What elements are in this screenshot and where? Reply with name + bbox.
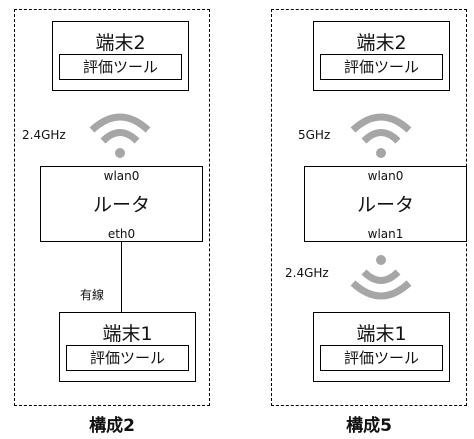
wired-link-line [121,242,122,312]
evaluation-tool-label: 評価ツール [59,54,182,80]
wifi-icon [350,113,412,158]
router-title: ルータ [92,194,150,216]
config-2-panel [14,9,210,406]
terminal-1-title: 端末1 [356,323,407,345]
band-label-2-4ghz: 2.4GHz [22,128,66,142]
evaluation-tool-label: 評価ツール [320,345,443,371]
band-label-5ghz: 5GHz [298,128,331,142]
config-2-caption: 構成2 [89,416,135,436]
router-box: wlan0 ルータ wlan1 [304,166,467,242]
band-label-2-4ghz: 2.4GHz [285,266,329,280]
wifi-icon [89,113,151,158]
router-box: wlan0 ルータ eth0 [40,166,203,242]
terminal-1-box: 端末1 評価ツール [313,312,450,382]
terminal-1-box: 端末1 評価ツール [59,312,196,382]
port-wlan0: wlan0 [103,169,140,183]
router-title: ルータ [356,194,414,216]
terminal-2-box: 端末2 評価ツール [313,21,450,91]
evaluation-tool-label: 評価ツール [320,54,443,80]
wired-label: 有線 [80,288,105,302]
terminal-2-box: 端末2 評価ツール [52,21,189,91]
config-5-caption: 構成5 [346,416,392,436]
wifi-icon [350,255,412,300]
port-wlan0: wlan0 [367,169,404,183]
port-wlan1: wlan1 [367,227,404,241]
terminal-2-title: 端末2 [95,32,146,54]
port-eth0: eth0 [107,227,136,241]
terminal-2-title: 端末2 [356,32,407,54]
terminal-1-title: 端末1 [102,323,153,345]
evaluation-tool-label: 評価ツール [66,345,189,371]
